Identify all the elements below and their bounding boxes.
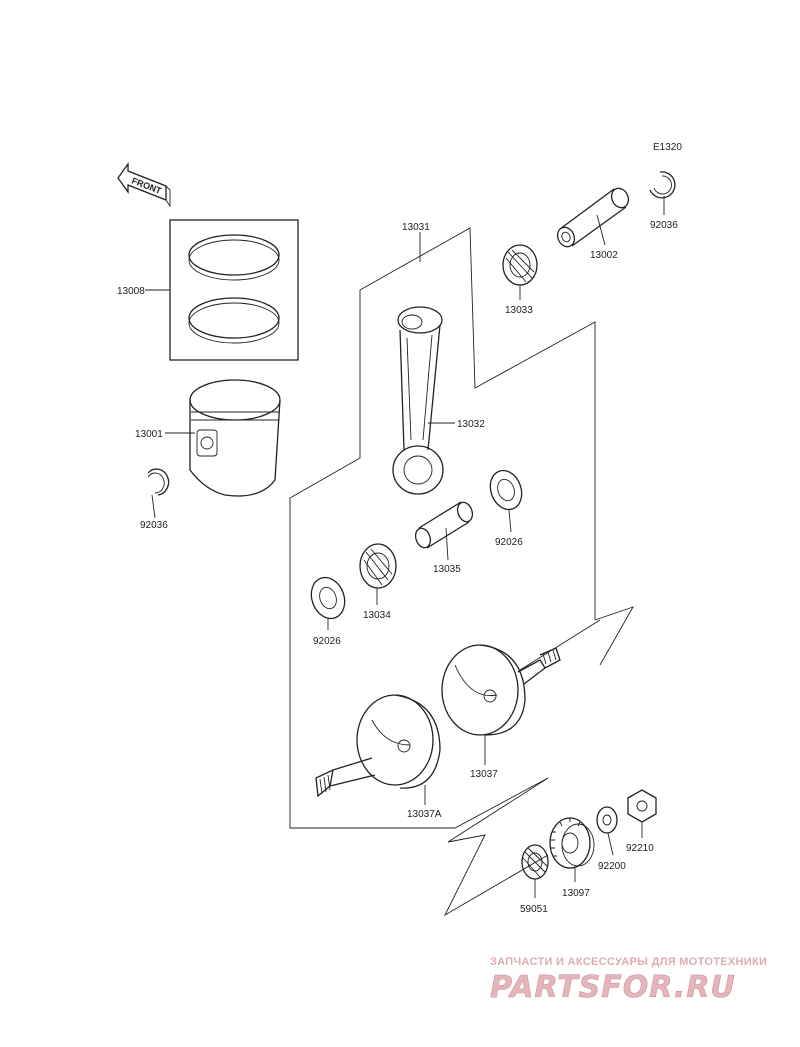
part-label-13037A: 13037A (407, 809, 442, 820)
thrust-washer-left (310, 576, 346, 630)
part-label-13035: 13035 (433, 564, 461, 575)
watermark-logo: ЗАПЧАСТИ И АКСЕССУАРЫ ДЛЯ МОТОТЕХНИКИ PA… (490, 956, 767, 1005)
part-label-13037: 13037 (470, 769, 498, 780)
crankshaft-left-half (315, 694, 441, 805)
diagram-code: E1320 (653, 142, 682, 153)
part-label-13002: 13002 (590, 250, 618, 261)
part-label-13033: 13033 (505, 305, 533, 316)
part-label-59051: 59051 (520, 904, 548, 915)
part-label-13097: 13097 (562, 888, 590, 899)
front-arrow-icon: FRONT (117, 161, 171, 208)
crankshaft-right-half (441, 606, 634, 765)
crank-pin (414, 501, 474, 561)
part-label-13001: 13001 (135, 429, 163, 440)
big-end-bearing (359, 543, 397, 605)
part-label-92200: 92200 (598, 861, 626, 872)
watermark-brand: PARTSFOR.RU (490, 970, 736, 1005)
washer (596, 806, 618, 856)
part-label-92210: 92210 (626, 843, 654, 854)
part-label-13008: 13008 (117, 286, 145, 297)
part-label-92036-right: 92036 (650, 220, 678, 231)
part-label-13031: 13031 (402, 222, 430, 233)
needle-bearing (521, 844, 549, 898)
circlip-right (649, 171, 676, 215)
watermark-subtitle: ЗАПЧАСТИ И АКСЕССУАРЫ ДЛЯ МОТОТЕХНИКИ (490, 956, 767, 968)
part-label-92026-right: 92026 (495, 537, 523, 548)
piston (165, 379, 281, 497)
crankshaft-assembly-outline (289, 290, 549, 829)
circlip-left (147, 468, 170, 519)
connecting-rod (392, 306, 455, 495)
piston-rings (145, 219, 299, 361)
part-label-13032: 13032 (457, 419, 485, 430)
bracket-lines (443, 777, 549, 917)
thrust-washer-right (489, 469, 523, 533)
small-end-bearing (502, 244, 538, 300)
crank-nut (627, 789, 657, 838)
primary-gear (549, 817, 595, 882)
part-label-92026-left: 92026 (313, 636, 341, 647)
part-label-92036-left: 92036 (140, 520, 168, 531)
conrod-assembly-outline (359, 227, 596, 620)
part-label-13034: 13034 (363, 610, 391, 621)
piston-pin (556, 187, 630, 248)
